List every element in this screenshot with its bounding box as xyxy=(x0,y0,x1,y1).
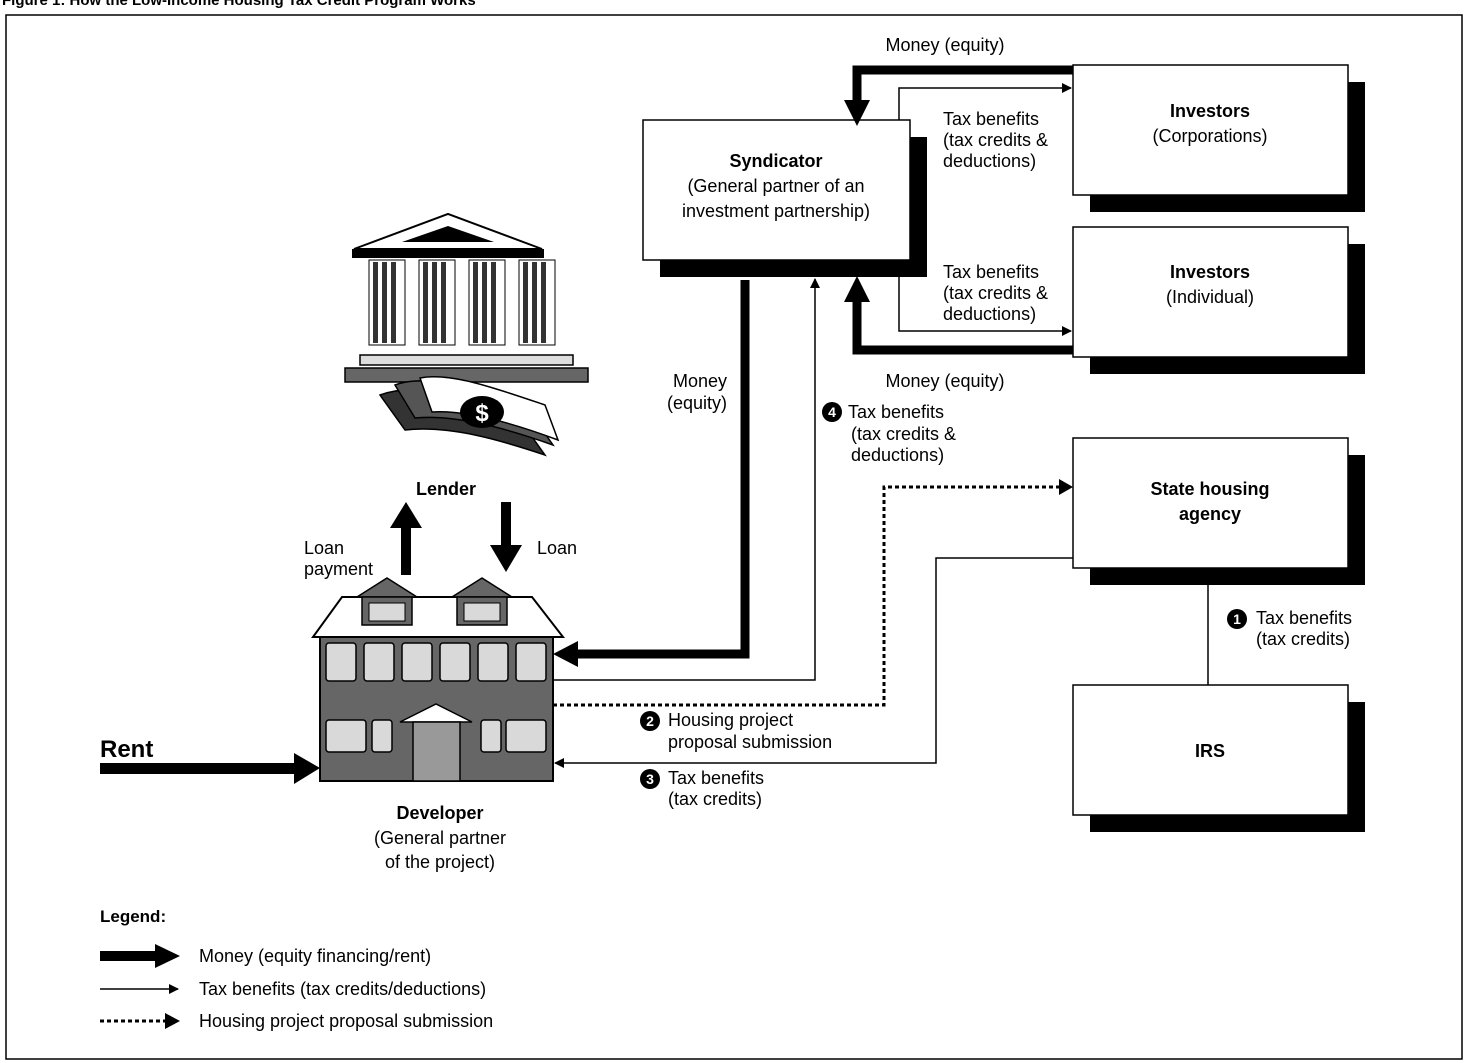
irs-node: IRS xyxy=(1072,684,1365,832)
money-stack-icon: $ xyxy=(378,375,560,457)
legend-item-money: Money (equity financing/rent) xyxy=(100,944,431,968)
tax-ind-line-2: (tax credits & xyxy=(943,283,1048,303)
legend-label-proposal: Housing project proposal submission xyxy=(199,1011,493,1031)
rent-arrow xyxy=(100,753,320,784)
developer-building-icon xyxy=(311,577,566,782)
syndicator-node: Syndicator (General partner of an invest… xyxy=(642,119,927,277)
step3-number: 3 xyxy=(646,771,654,787)
investors-corporations-title: Investors xyxy=(1170,101,1250,121)
money-equity-corporations-arrow xyxy=(844,65,1073,126)
state-housing-agency-node: State housing agency xyxy=(1072,437,1365,585)
loan-arrow xyxy=(490,502,522,572)
tax-ind-line-1: Tax benefits xyxy=(943,262,1039,282)
money-equity-developer-arrow xyxy=(553,280,750,667)
investors-corporations-line: (Corporations) xyxy=(1152,126,1267,146)
loan-payment-arrow xyxy=(390,502,422,575)
step2-arrowhead xyxy=(1059,479,1073,495)
irs-title: IRS xyxy=(1195,741,1225,761)
step4-line-2: (tax credits & xyxy=(851,424,956,444)
step2-badge: 2 xyxy=(640,711,660,731)
syndicator-line-1: (General partner of an xyxy=(687,176,864,196)
tax-corp-line-1: Tax benefits xyxy=(943,109,1039,129)
step3-badge: 3 xyxy=(640,769,660,789)
tax-benefits-individual-arrow xyxy=(898,260,1072,336)
legend-item-tax: Tax benefits (tax credits/deductions) xyxy=(100,979,486,999)
money-syn-dev-line-2: (equity) xyxy=(667,393,727,413)
money-syn-dev-line-1: Money xyxy=(673,371,727,391)
step2-proposal-arrow xyxy=(553,485,1060,707)
money-equity-bottom-label: Money (equity) xyxy=(885,371,1004,391)
tax-benefits-corporations-arrow xyxy=(898,83,1072,120)
syndicator-title: Syndicator xyxy=(729,151,822,171)
bank-icon xyxy=(344,212,589,383)
step3-line-1: Tax benefits xyxy=(668,768,764,788)
step1-number: 1 xyxy=(1233,611,1241,627)
figure-frame xyxy=(5,14,1463,1060)
step3-tax-benefits-arrow xyxy=(554,557,1073,768)
step2-number: 2 xyxy=(646,713,654,729)
step4-badge: 4 xyxy=(822,402,842,422)
legend-label-money: Money (equity financing/rent) xyxy=(199,946,431,966)
tax-corp-line-2: (tax credits & xyxy=(943,130,1048,150)
step4-number: 4 xyxy=(828,404,836,420)
developer-line-1: (General partner xyxy=(374,828,506,848)
investors-corporations-node: Investors (Corporations) xyxy=(1072,64,1365,212)
lender-title: Lender xyxy=(416,479,476,499)
figure-header: Figure 1: How the Low-Income Housing Tax… xyxy=(2,0,476,9)
building-windows xyxy=(325,642,547,753)
investors-individual-title: Investors xyxy=(1170,262,1250,282)
legend-title: Legend: xyxy=(100,907,166,926)
tax-corp-line-3: deductions) xyxy=(943,151,1036,171)
building-door xyxy=(412,721,461,782)
legend: Legend: Money (equity financing/rent) Ta… xyxy=(100,907,493,1031)
money-equity-individual-arrow xyxy=(844,276,1073,355)
money-equity-top-label: Money (equity) xyxy=(885,35,1004,55)
state-agency-title-1: State housing xyxy=(1150,479,1269,499)
syndicator-line-2: investment partnership) xyxy=(682,201,870,221)
step1-line-2: (tax credits) xyxy=(1256,629,1350,649)
step4-line-1: Tax benefits xyxy=(848,402,944,422)
developer-line-2: of the project) xyxy=(385,852,495,872)
state-agency-title-2: agency xyxy=(1179,504,1241,524)
loan-payment-line-1: Loan xyxy=(304,538,344,558)
step3-line-2: (tax credits) xyxy=(668,789,762,809)
developer-title: Developer xyxy=(396,803,483,823)
step4-tax-benefits-arrow xyxy=(553,278,820,681)
loan-label: Loan xyxy=(537,538,577,558)
step1-badge: 1 xyxy=(1227,609,1247,629)
rent-label: Rent xyxy=(100,736,153,763)
investors-individual-line: (Individual) xyxy=(1166,287,1254,307)
step2-line-2: proposal submission xyxy=(668,732,832,752)
step1-line-1: Tax benefits xyxy=(1256,608,1352,628)
loan-payment-line-2: payment xyxy=(304,559,373,579)
step2-line-1: Housing project xyxy=(668,710,793,730)
legend-item-proposal: Housing project proposal submission xyxy=(100,1011,493,1031)
legend-label-tax: Tax benefits (tax credits/deductions) xyxy=(199,979,486,999)
investors-individual-node: Investors (Individual) xyxy=(1072,226,1365,374)
dollar-sign: $ xyxy=(475,400,489,427)
step4-line-3: deductions) xyxy=(851,445,944,465)
bank-columns xyxy=(368,259,556,346)
tax-ind-line-3: deductions) xyxy=(943,304,1036,324)
